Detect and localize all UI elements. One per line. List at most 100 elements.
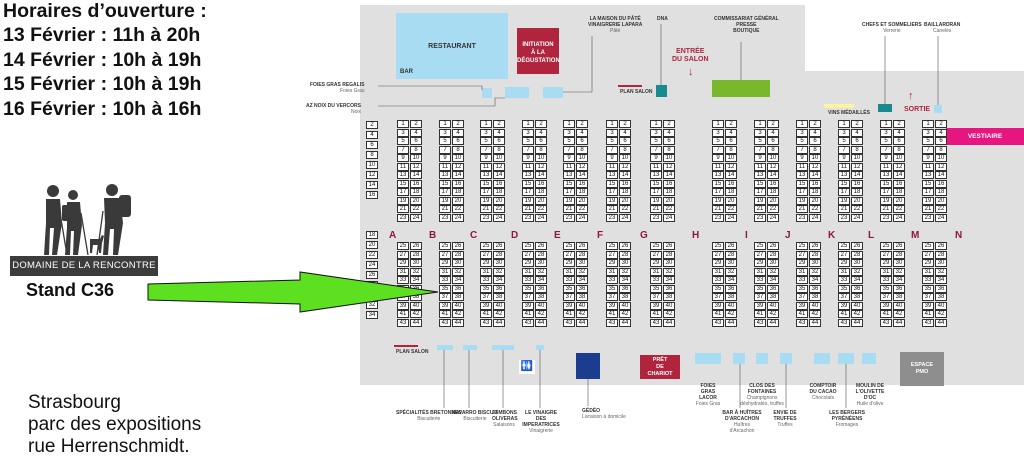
- stand-cell: 20: [935, 196, 947, 205]
- stand-cell: 41: [563, 310, 575, 318]
- hikers-logo: [44, 184, 131, 255]
- stand-cell: 42: [809, 310, 821, 318]
- hours-line-3: 15 Février : 10h à 19h: [3, 73, 202, 95]
- stand-cell: 16: [410, 179, 422, 188]
- stand-cell: 18: [893, 188, 905, 196]
- stand-cell: 41: [922, 310, 934, 318]
- stand-cell: 2: [452, 120, 464, 128]
- hours-line-4: 16 Février : 10h à 16h: [3, 98, 202, 120]
- stand-cell: 28: [893, 250, 905, 259]
- exit-label: SORTIE: [904, 106, 931, 113]
- stand-cell: 18: [452, 188, 464, 196]
- stand-cell: 31: [397, 267, 409, 276]
- stand-cell: 36: [663, 284, 675, 293]
- stand-cell: 21: [754, 205, 766, 213]
- stand-cell: 24: [493, 213, 505, 222]
- address: Strasbourg parc des expositions rue Herr…: [28, 392, 201, 458]
- stand-cell: 44: [576, 318, 588, 327]
- stand-cell: 7: [880, 145, 892, 154]
- stand-cell: 28: [809, 250, 821, 259]
- stand-cell: 38: [619, 293, 631, 301]
- stand-cell: 3: [754, 128, 766, 137]
- stand-cell: 14: [893, 171, 905, 179]
- stand-cell: 11: [838, 162, 850, 171]
- espace-pmo-box: ESPACE PMO: [900, 352, 944, 386]
- stand-cell: 4: [576, 128, 588, 137]
- stand-cell: 14: [493, 171, 505, 179]
- stand-cell: 29: [754, 259, 766, 267]
- stand-cell: 17: [922, 188, 934, 196]
- aisle-C: C: [470, 230, 478, 241]
- restaurant-label: RESTAURANT: [428, 43, 476, 50]
- leader-pate: [563, 36, 593, 93]
- pret-chariot-box: PRÊT DE CHARIOT: [640, 355, 680, 379]
- exhibitor-title: COMPTOIR DU CACAO: [809, 383, 837, 395]
- initiation-line-2: À LA: [531, 50, 545, 56]
- stand-cell: 12: [851, 162, 863, 171]
- exit-arrow-icon: ↑: [908, 90, 914, 102]
- stand-cell: 25: [838, 242, 850, 250]
- stand-cell: 34: [576, 276, 588, 284]
- stand-cell: 25: [606, 242, 618, 250]
- stand-cell: 42: [935, 310, 947, 318]
- exhibitor-note: Chocolats: [811, 395, 835, 401]
- stand-cell: 8: [663, 145, 675, 154]
- bretonnes-booth: [437, 345, 453, 350]
- stand-cell: 4: [493, 128, 505, 137]
- stand-cell: 19: [480, 196, 492, 205]
- stand-cell: 22: [663, 205, 675, 213]
- stand-cell: 37: [796, 293, 808, 301]
- stand-cell: 34: [366, 311, 378, 319]
- stand-cell: 37: [522, 293, 534, 301]
- stand-cell: 25: [880, 242, 892, 250]
- stand-cell: 16: [767, 179, 779, 188]
- stand-cell: 15: [397, 179, 409, 188]
- stand-cell: 35: [439, 284, 451, 293]
- clos-fontaines-booth: [756, 353, 768, 364]
- stand-cell: 16: [493, 179, 505, 188]
- stand-cell: 35: [480, 284, 492, 293]
- stand-cell: 24: [893, 213, 905, 222]
- stand-cell: 27: [712, 250, 724, 259]
- stand-cell: 28: [935, 250, 947, 259]
- stand-cell: 32: [576, 267, 588, 276]
- aisle-E: E: [554, 230, 561, 241]
- stand-cell: 35: [880, 284, 892, 293]
- stand-cell: 4: [893, 128, 905, 137]
- exhibitor-note: Champignons déshydratés, truffes: [740, 395, 784, 407]
- dna-label: DNA: [657, 16, 668, 22]
- stand-cell: 5: [880, 137, 892, 145]
- stand-cell: 1: [397, 120, 409, 128]
- stand-cell: 13: [838, 171, 850, 179]
- stand-label: Stand C36: [26, 280, 115, 300]
- stand-cell: 3: [397, 128, 409, 137]
- stand-cell: 14: [410, 171, 422, 179]
- stand-cell: 44: [935, 318, 947, 327]
- stand-cell: 39: [712, 301, 724, 310]
- stand-cell: 1: [480, 120, 492, 128]
- stand-cell: 1: [606, 120, 618, 128]
- chefs-label: CHEFS ET SOMMELIERS Verrerie: [862, 22, 922, 34]
- stand-cell: 13: [439, 171, 451, 179]
- stand-cell: 36: [452, 284, 464, 293]
- stand-cell: 24: [619, 213, 631, 222]
- stand-cell: 20: [893, 196, 905, 205]
- stand-cell: 6: [366, 141, 378, 149]
- stand-cell: 28: [452, 250, 464, 259]
- stand-cell: 29: [796, 259, 808, 267]
- aisle-F: F: [597, 230, 604, 241]
- address-venue: parc des expositions: [28, 414, 202, 435]
- aisle-N: N: [955, 230, 963, 241]
- stand-cell: 30: [535, 259, 547, 267]
- stand-cell: 3: [563, 128, 575, 137]
- stand-cell: 5: [922, 137, 934, 145]
- leader-regalis: [378, 85, 483, 90]
- stand-cell: 1: [439, 120, 451, 128]
- stand-cell: 31: [563, 267, 575, 276]
